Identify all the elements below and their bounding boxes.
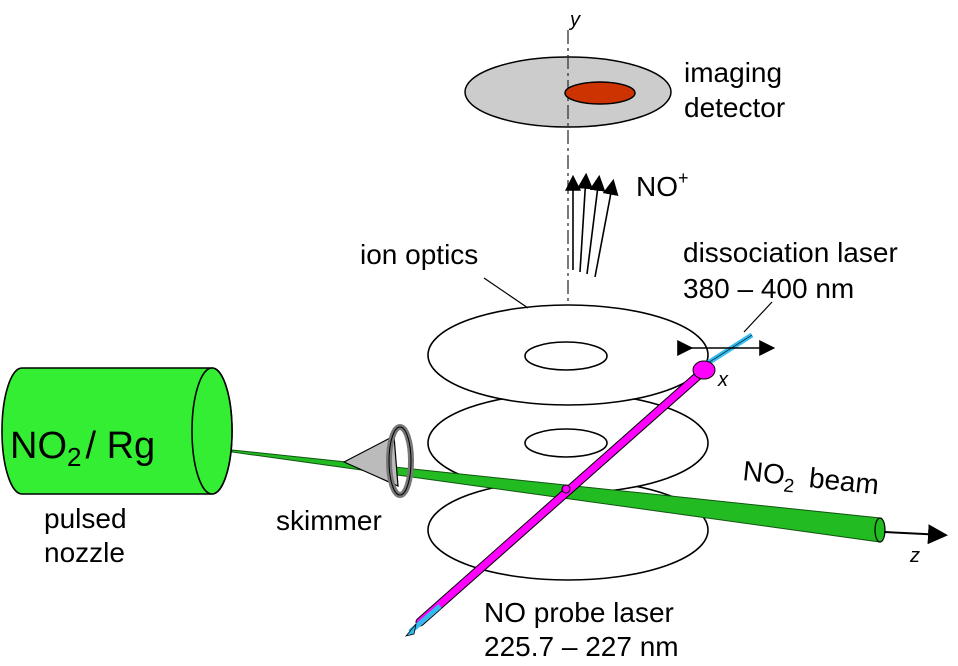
- detector-ion-spot: [564, 81, 636, 105]
- nozzle-gas-label: NO2/ Rg: [10, 425, 155, 472]
- ion-optics-label: ion optics: [360, 239, 478, 270]
- ion-optics-aperture-top: [524, 341, 608, 371]
- imaging-detector-label-1: imaging: [684, 57, 782, 88]
- pulsed-nozzle: [1, 367, 233, 495]
- ion-optics-stack: [427, 304, 709, 581]
- pulsed-nozzle-label-2: nozzle: [44, 537, 125, 568]
- skimmer-label: skimmer: [276, 505, 382, 536]
- z-axis-label: z: [909, 545, 920, 567]
- x-axis-label: x: [717, 369, 729, 391]
- dissociation-laser-label-1: dissociation laser: [683, 237, 898, 268]
- z-axis-arrow: [883, 524, 948, 545]
- pulsed-nozzle-label-1: pulsed: [44, 503, 127, 534]
- dissociation-laser-label-2: 380 – 400 nm: [683, 273, 854, 304]
- probe-laser-label-1: NO probe laser: [484, 597, 674, 628]
- y-axis-label: y: [568, 9, 581, 31]
- ion-species-label: NO+: [636, 168, 689, 202]
- dissociation-laser-leader: [743, 301, 773, 333]
- probe-laser-end: [692, 360, 716, 380]
- probe-laser-label-2: 225.7 – 227 nm: [484, 631, 679, 662]
- beam-end-cap: [874, 517, 886, 543]
- ion-optics-aperture-middle: [524, 428, 608, 458]
- ion-trajectory-arrows: [565, 172, 619, 278]
- ion-optics-leader: [483, 277, 529, 309]
- imaging-detector-label-2: detector: [684, 92, 785, 123]
- skimmer: [342, 424, 414, 498]
